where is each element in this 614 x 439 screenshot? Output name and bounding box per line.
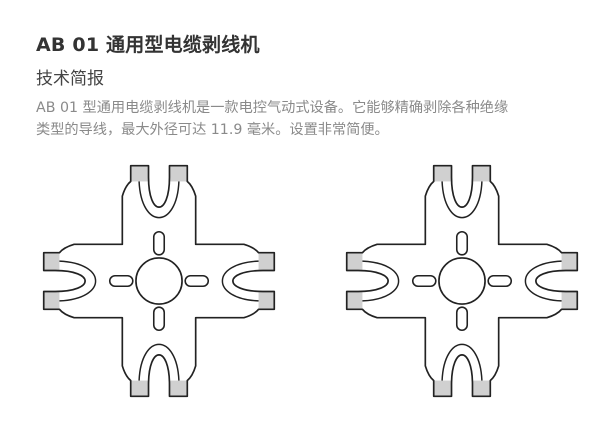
radial-slot (152, 230, 166, 256)
bevel-block (472, 380, 491, 397)
radial-slot (455, 306, 469, 332)
bevel-block (43, 291, 60, 310)
blade-svg (42, 164, 276, 398)
radial-slot (487, 274, 513, 288)
notch-inner-edge (138, 343, 180, 381)
notch-inner-edge (441, 343, 483, 381)
bevel-block (472, 165, 491, 182)
bevel-block (258, 291, 275, 310)
page-title: AB 01 通用型电缆剥线机 (36, 34, 260, 56)
blade-outline (42, 164, 276, 398)
bevel-block (169, 380, 188, 397)
center-hole (135, 257, 183, 305)
bevel-block (346, 252, 363, 271)
radial-slot (108, 274, 134, 288)
description-line: AB 01 型通用电缆剥线机是一款电控气动式设备。它能够精确剥除各种绝缘 (36, 100, 509, 116)
bevel-block (169, 165, 188, 182)
blade-svg (345, 164, 579, 398)
bevel-block (433, 165, 452, 182)
bevel-block (130, 165, 149, 182)
description-paragraph: AB 01 型通用电缆剥线机是一款电控气动式设备。它能够精确剥除各种绝缘 类型的… (36, 97, 596, 141)
notch-inner-edge (59, 260, 97, 302)
bevel-block (346, 291, 363, 310)
notch-inner-edge (524, 260, 562, 302)
notch-inner-edge (441, 181, 483, 219)
radial-slot (411, 274, 437, 288)
blade-outline (345, 164, 579, 398)
radial-slot (455, 230, 469, 256)
notch-inner-edge (138, 181, 180, 219)
radial-slot (152, 306, 166, 332)
stripper-blade-drawing-left (28, 150, 290, 412)
bevel-block (130, 380, 149, 397)
notch-inner-edge (362, 260, 400, 302)
radial-slot (184, 274, 210, 288)
bevel-block (258, 252, 275, 271)
bevel-block (43, 252, 60, 271)
center-hole (438, 257, 486, 305)
bevel-block (561, 252, 578, 271)
notch-inner-edge (221, 260, 259, 302)
stripper-blade-drawing-right (331, 150, 593, 412)
bevel-block (433, 380, 452, 397)
description-line: 类型的导线，最大外径可达 11.9 毫米。设置非常简便。 (36, 122, 389, 138)
section-heading: 技术简报 (36, 69, 104, 89)
bevel-block (561, 291, 578, 310)
